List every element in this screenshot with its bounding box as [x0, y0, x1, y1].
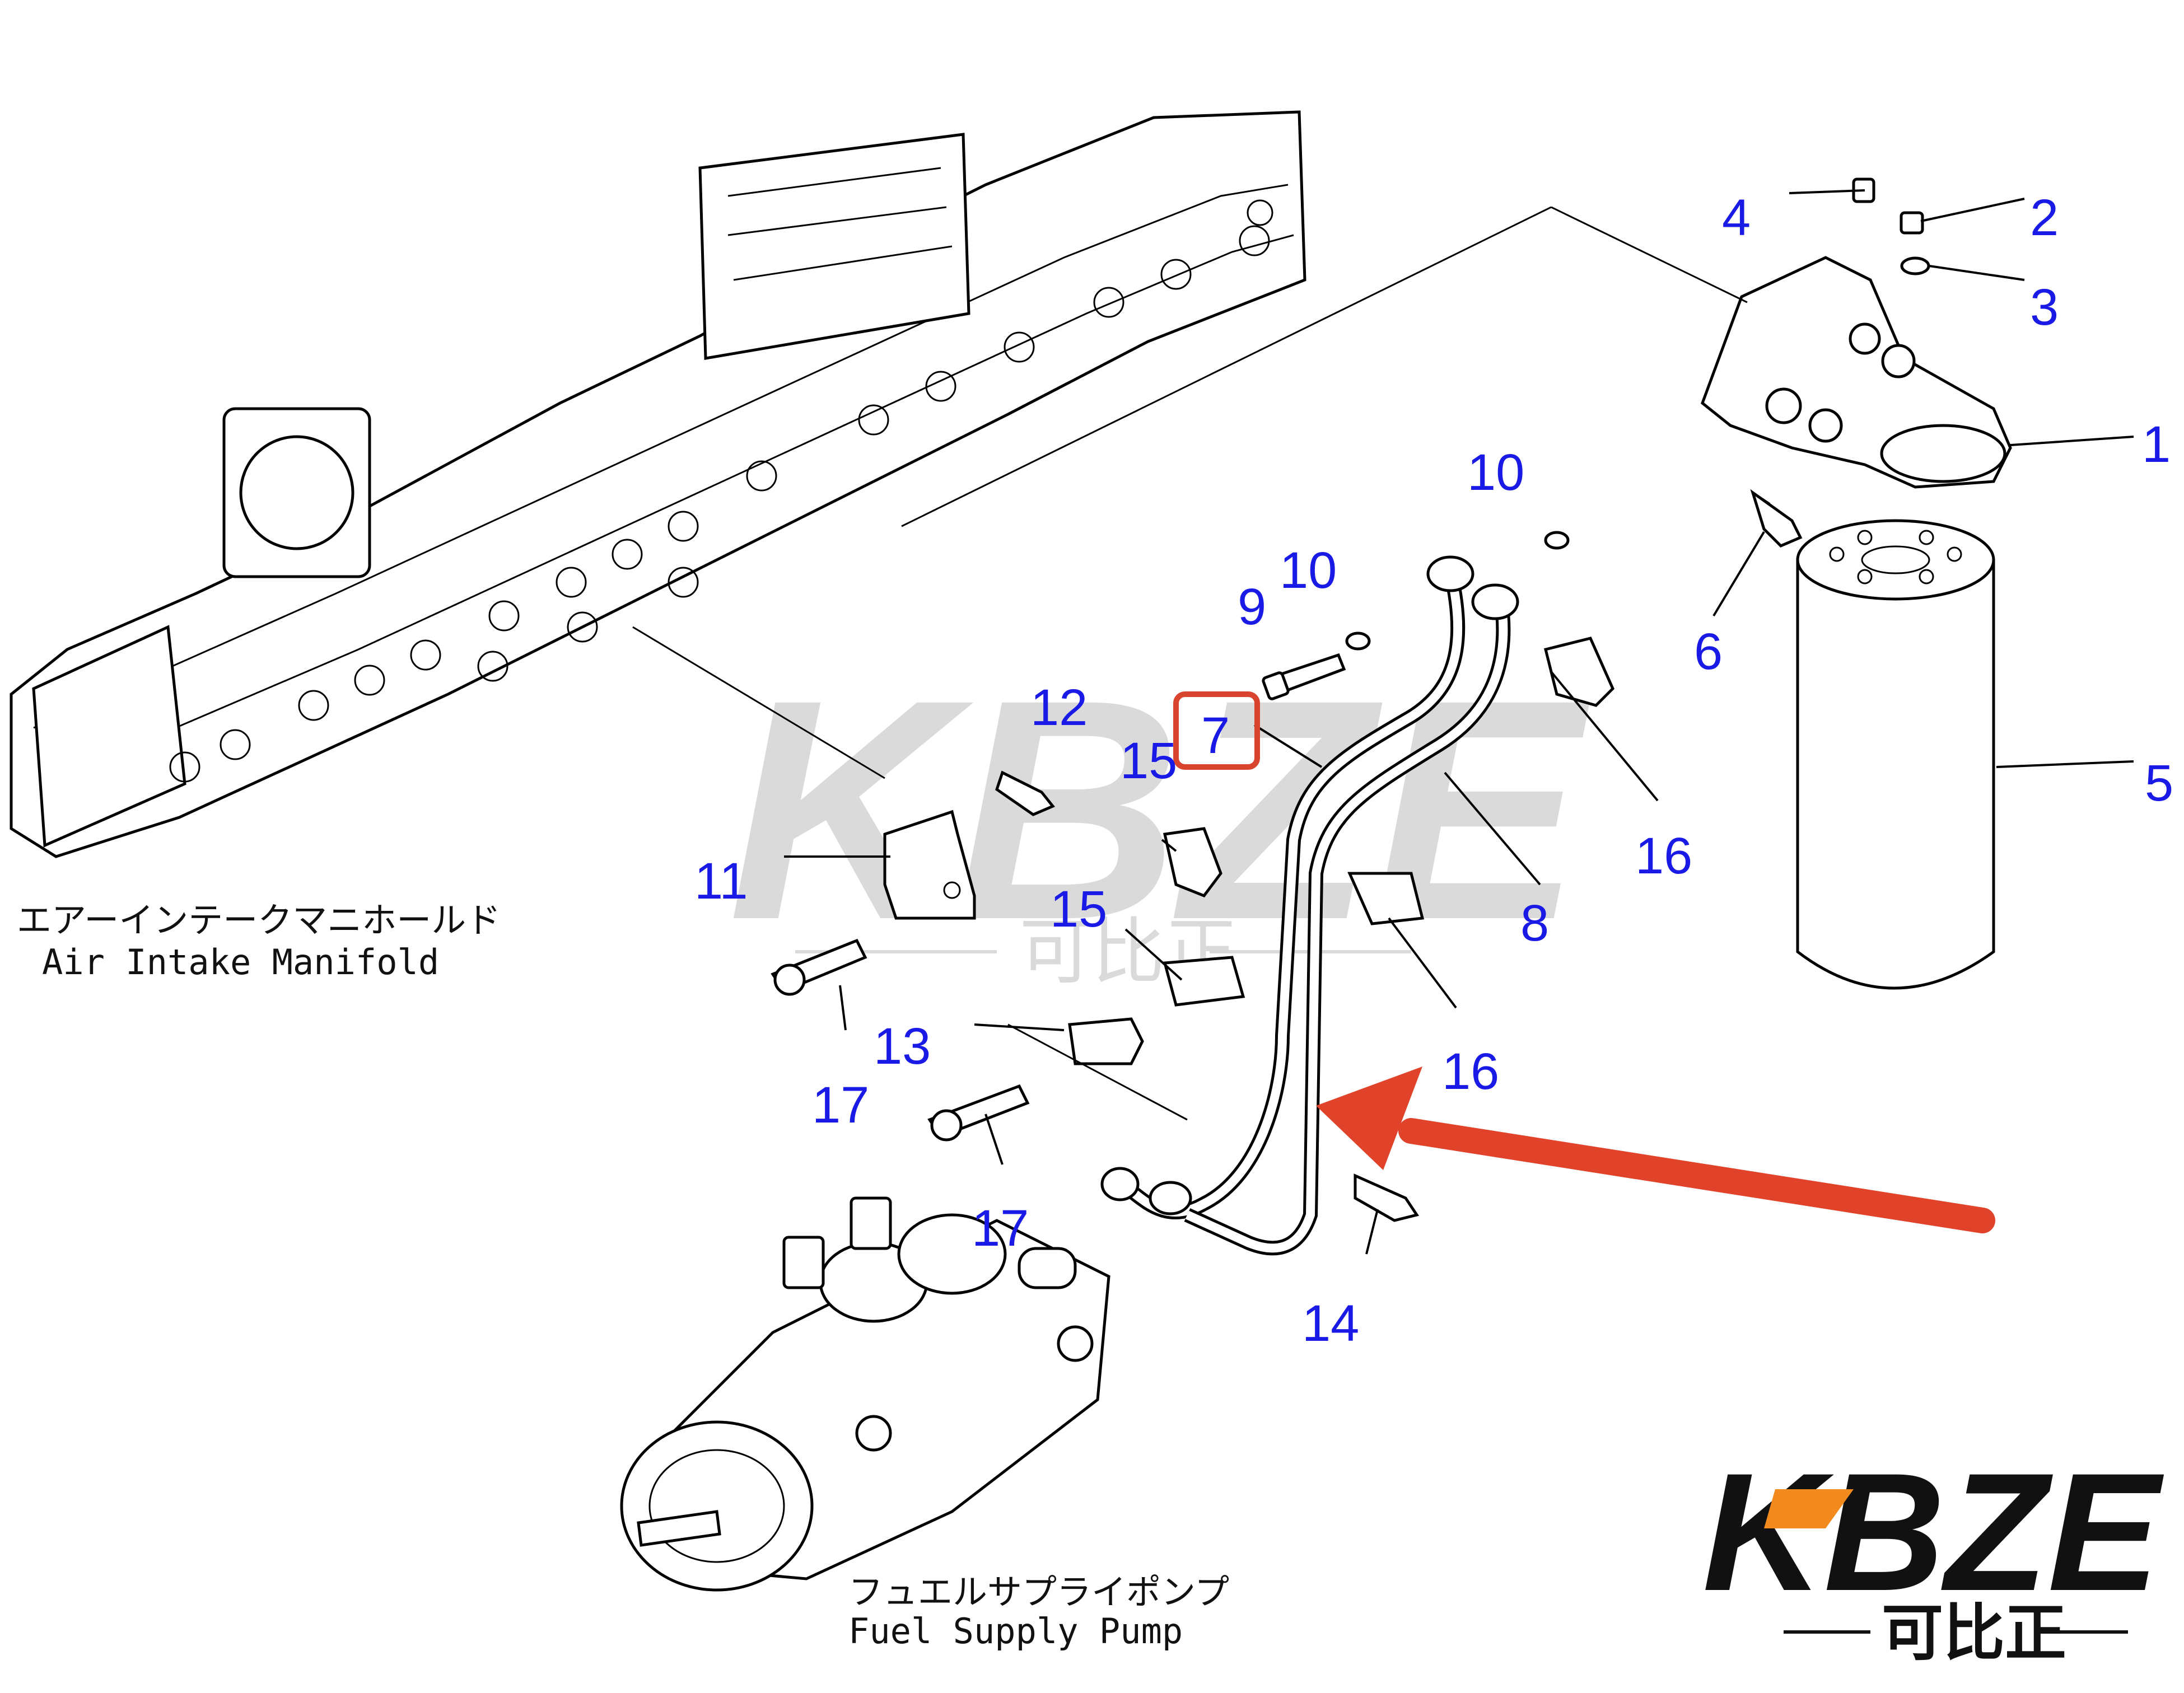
callout-3: 3: [2030, 279, 2059, 336]
manifold-caption-en: Air Intake Manifold: [42, 942, 439, 983]
filter-cartridge: [1796, 519, 1995, 990]
callout-1: 1: [2142, 416, 2171, 473]
callout-12: 12: [1030, 679, 1088, 736]
callout-4: 4: [1722, 189, 1751, 246]
callout-6: 6: [1694, 623, 1723, 680]
bolt-17-b: [927, 1084, 1030, 1142]
logo-sub: 可比正: [1882, 1597, 2066, 1669]
logo-text: KBZE: [1702, 1438, 2166, 1626]
callout-labels: 1 2 3 4 5 6 7 8 9 10 10 11 12 13 14 15 1…: [694, 189, 2173, 1352]
pump-caption-en: Fuel Supply Pump: [848, 1611, 1183, 1652]
callout-14: 14: [1302, 1295, 1359, 1352]
clamp-13: [1068, 1017, 1144, 1065]
clamp-16-upper: [1543, 637, 1614, 707]
pump-caption-jp: フュエルサプライポンプ: [848, 1572, 1229, 1612]
bolt-17-a: [771, 938, 867, 996]
clamp-16-lower: [1347, 872, 1425, 925]
clamp-15-lower: [1163, 956, 1245, 1007]
watermark-text: KBZE: [728, 634, 1593, 985]
kbze-logo: KBZE 可比正: [1702, 1438, 2166, 1669]
callout-10-left: 10: [1280, 542, 1337, 599]
callout-5: 5: [2145, 755, 2173, 812]
callout-16-upper: 16: [1635, 827, 1692, 885]
captions: エアーインテークマニホールド Air Intake Manifold フュエルサ…: [17, 900, 1229, 1652]
plug-2: [1900, 211, 1924, 235]
bolt-9: [1262, 653, 1346, 700]
clamp-15-upper: [1163, 827, 1222, 898]
callout-9: 9: [1238, 578, 1266, 635]
washer-3: [1900, 256, 1930, 275]
manifold-caption-jp: エアーインテークマニホールド: [17, 900, 501, 941]
washer-10-left: [1345, 632, 1371, 651]
callout-17-left: 17: [812, 1077, 869, 1134]
callout-17-right: 17: [972, 1200, 1029, 1257]
manifold-bolt-holes: [169, 199, 1273, 783]
callout-15-upper: 15: [1120, 732, 1177, 789]
filter-head: [1701, 256, 2012, 489]
logo-accent: [1764, 1489, 1854, 1528]
red-arrow: [1316, 1067, 1995, 1233]
callout-7-highlight-box: [1173, 691, 1260, 770]
fuel-tubes: [1100, 555, 1519, 1256]
washer-10-right: [1544, 531, 1570, 550]
callout-16-lower: 16: [1442, 1043, 1499, 1100]
callout-8: 8: [1520, 895, 1549, 952]
air-intake-manifold: [10, 110, 1306, 858]
fuel-supply-pump: [620, 1196, 1110, 1592]
callout-2: 2: [2030, 189, 2059, 246]
callout-7: 7: [1201, 707, 1230, 764]
callout-11: 11: [694, 853, 748, 910]
callout-13: 13: [874, 1018, 931, 1075]
watermark: KBZE 可比正: [728, 634, 1593, 994]
bolt-6: [1750, 489, 1803, 548]
bolt-14: [1354, 1173, 1420, 1222]
callout-10-right: 10: [1467, 444, 1524, 501]
bracket-11: [883, 810, 976, 920]
callout-15-lower: 15: [1050, 881, 1107, 938]
bolt-12: [995, 770, 1056, 816]
leader-lines: [632, 189, 2134, 1255]
